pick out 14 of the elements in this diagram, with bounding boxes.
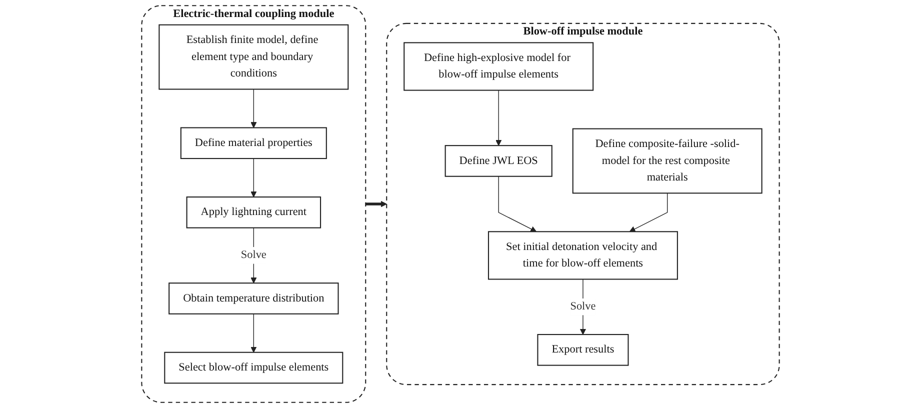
process-box: Define material properties	[180, 127, 327, 160]
process-box: Export results	[537, 334, 629, 366]
edge-label: Solve	[570, 298, 596, 316]
module-title: Blow-off impulse module	[523, 26, 643, 38]
process-box: Select blow-off impulse elements	[164, 352, 344, 384]
edge-label: Solve	[240, 247, 266, 264]
module-title: Electric-thermal coupling module	[173, 8, 334, 20]
process-box: Define JWL EOS	[444, 145, 552, 177]
process-box: Apply lightning current	[186, 196, 322, 228]
process-box: Define composite-failure -solid-model for the rest composite materials	[572, 128, 762, 194]
process-box: Establish finite model, define element type and boundary conditions	[158, 24, 349, 90]
process-box: Define high-explosive model for blow-off impulse elements	[404, 42, 594, 91]
process-box: Obtain temperature distribution	[168, 282, 339, 314]
process-box: Set initial detonation velocity and time for blow-off elements	[488, 231, 678, 280]
